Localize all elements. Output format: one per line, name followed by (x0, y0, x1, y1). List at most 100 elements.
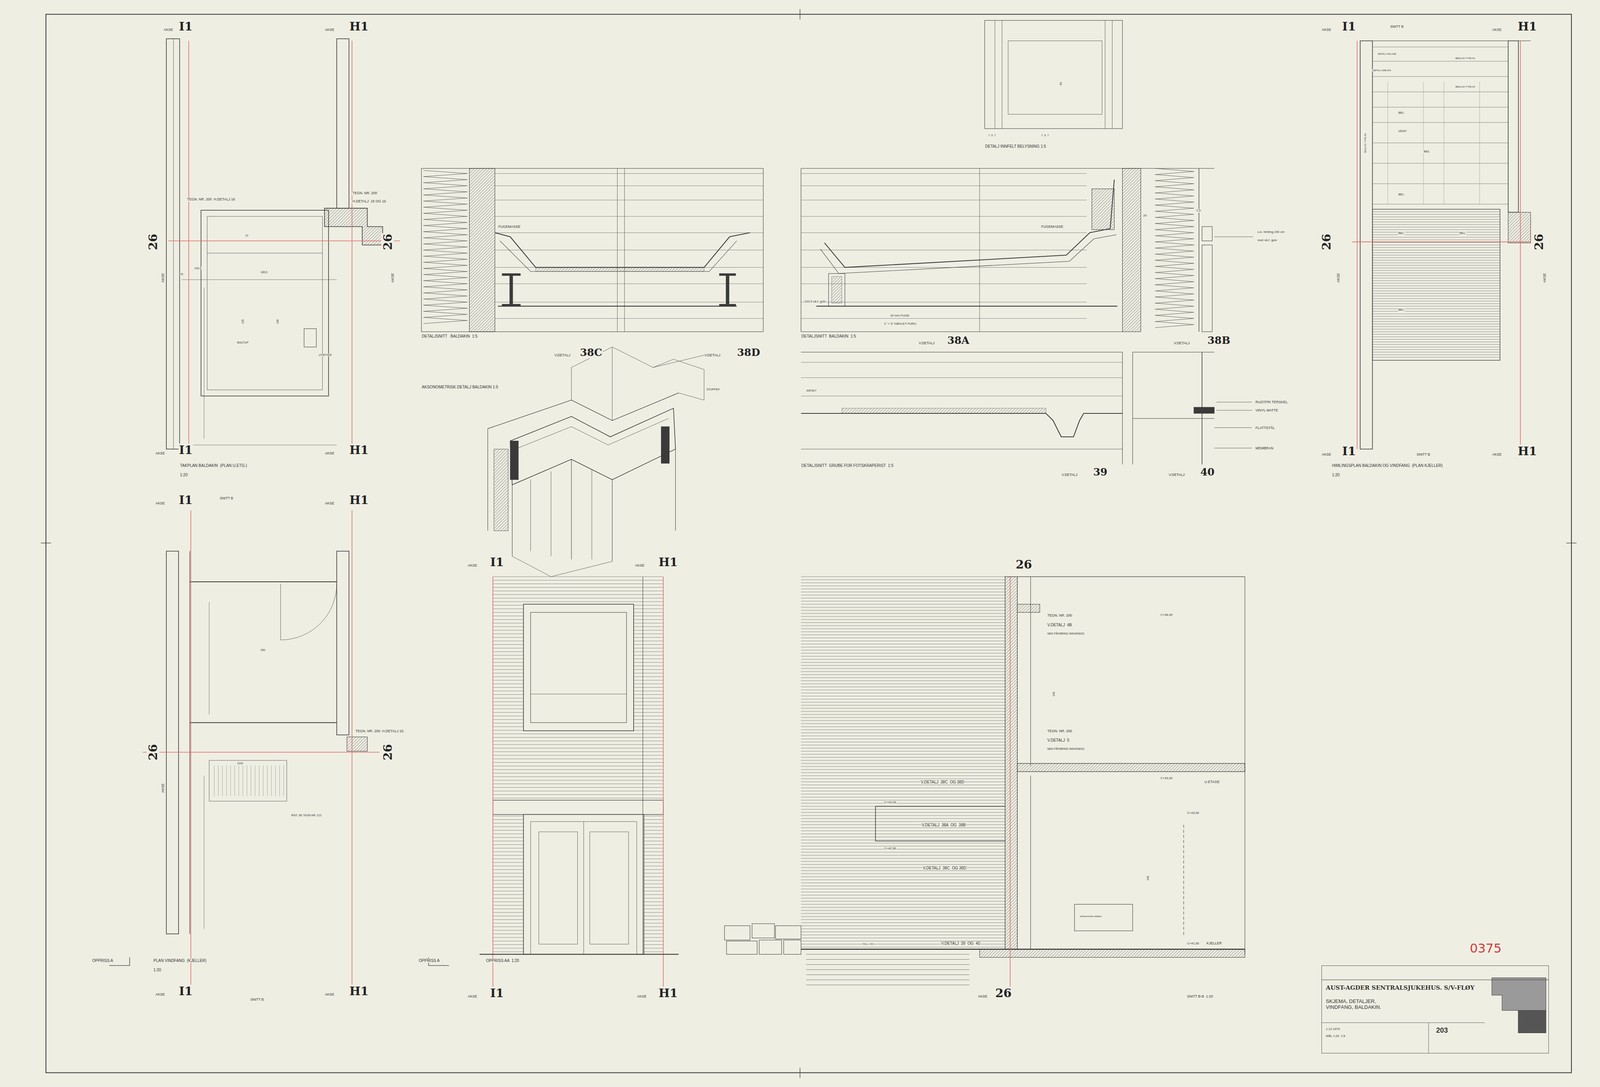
drawing-label: U.ETAGE (1203, 780, 1220, 784)
drawing-label: VENT (1398, 129, 1408, 134)
drawing-line (675, 448, 676, 531)
drawing-label: PLAN VINDFANG (KJELLER) (153, 958, 208, 963)
drawing-path (875, 806, 1006, 842)
drawing-line (1372, 349, 1500, 350)
axis-label: 26 (1532, 233, 1546, 251)
drawing-line (801, 934, 1006, 935)
drawing-label: DETALJSNITT GRUBE FOR FOTSKRAPERIST 1:5 (801, 463, 895, 468)
drawing-line (479, 953, 679, 955)
drawing-line (801, 851, 1006, 853)
drawing-label: AKSE (636, 994, 647, 999)
drawing-line (801, 662, 1006, 663)
drawing-path (501, 273, 521, 307)
drawing-line (494, 318, 764, 319)
drawing-line (801, 705, 1006, 706)
drawing-line (498, 305, 737, 307)
drawing-line (801, 931, 1006, 932)
drawing-line (801, 857, 1006, 859)
drawing-line (1321, 979, 1550, 980)
drawing-rect (421, 168, 764, 332)
drawing-line (801, 667, 1006, 669)
drawing-line (487, 428, 488, 531)
drawing-line (1372, 300, 1500, 302)
drawing-line (203, 775, 205, 929)
drawing-line (801, 888, 1006, 890)
drawing-line (1566, 542, 1577, 543)
drawing-label: MED PÅFØRING INNVENDIG (1046, 632, 1085, 636)
drawing-line (492, 587, 664, 588)
drawing-line (801, 607, 1006, 608)
drawing-label: AKSE (1491, 28, 1502, 33)
drawing-label: FALL 1:50 (862, 942, 874, 946)
drawing-label: C+43,05 (1186, 811, 1200, 815)
drawing-path (824, 179, 1115, 268)
axis-label: I1 (1341, 19, 1357, 33)
drawing-line (494, 216, 764, 217)
drawing-rect (1091, 188, 1115, 230)
drawing-label: TAKPLAN BALDAKIN (PLAN U.ETG.) (179, 463, 248, 468)
drawing-line (492, 601, 664, 602)
drawing-label: SNITT B (1389, 25, 1404, 29)
drawing-path (512, 556, 613, 577)
drawing-line (591, 469, 593, 560)
drawing-line (801, 842, 1006, 843)
drawing-label: VINYL MATTE (1255, 408, 1279, 413)
drawing-line (801, 640, 1006, 642)
drawing-rect (661, 426, 670, 464)
drawing-rect (1008, 40, 1102, 115)
drawing-line (1372, 107, 1508, 108)
drawing-path (494, 232, 750, 268)
drawing-rect (523, 603, 634, 731)
drawing-label: 33 (1059, 81, 1063, 86)
drawing-rect (523, 814, 644, 955)
drawing-line (801, 582, 1006, 583)
drawing-label: SNITT B (219, 496, 234, 501)
drawing-line (801, 710, 1006, 712)
axis-label: 26 (146, 743, 160, 761)
title-text: AUST-AGDER SENTRALSJUKEHUS. S/V-FLØY (1325, 984, 1475, 992)
drawing-line (801, 772, 1006, 773)
drawing-line (492, 583, 664, 584)
drawing-line (1372, 295, 1500, 297)
axis-label: H1 (348, 493, 369, 507)
drawing-rect (841, 408, 1046, 414)
drawing-line (801, 732, 1006, 733)
drawing-line (801, 741, 1006, 743)
drawing-label: KJELLER (1206, 941, 1223, 946)
drawing-path (801, 413, 1123, 437)
drawing-rect (1201, 226, 1213, 242)
drawing-label: 1:20 (179, 472, 188, 477)
drawing-line (801, 839, 1006, 840)
drawing-line (494, 199, 764, 200)
drawing-line (1372, 351, 1500, 353)
drawing-rect (1508, 40, 1519, 213)
drawing-line (801, 232, 1087, 233)
drawing-label: C+41,55 (1186, 941, 1200, 946)
drawing-line (801, 799, 1006, 800)
drawing-line (1372, 219, 1500, 220)
drawing-line (1372, 287, 1500, 289)
drawing-label: BEL (1398, 308, 1405, 312)
drawing-line (494, 185, 764, 186)
drawing-rect (46, 14, 1572, 1073)
axis-label: I1 (178, 493, 193, 507)
drawing-line (351, 40, 353, 449)
drawing-label: BUILTUP (236, 341, 249, 345)
drawing-line (1132, 351, 1133, 465)
drawing-path (510, 408, 676, 485)
drawing-line (801, 891, 1006, 893)
drawing-line (1105, 20, 1106, 129)
drawing-line (1214, 427, 1253, 428)
drawing-line (1372, 255, 1500, 256)
drawing-line (492, 740, 664, 742)
drawing-line (1372, 76, 1508, 77)
drawing-line (801, 827, 1006, 828)
drawing-label: DETALJ 42A,41B (1377, 52, 1397, 56)
drawing-label: FUGEMASSE (498, 225, 522, 229)
drawing-line (583, 821, 584, 955)
drawing-label: TEGN. NR. 200 H.DETALJ 16 (186, 197, 236, 202)
drawing-label: FLATTSTÅL (1255, 426, 1275, 431)
drawing-rect (1017, 603, 1040, 613)
drawing-line (1372, 216, 1500, 218)
